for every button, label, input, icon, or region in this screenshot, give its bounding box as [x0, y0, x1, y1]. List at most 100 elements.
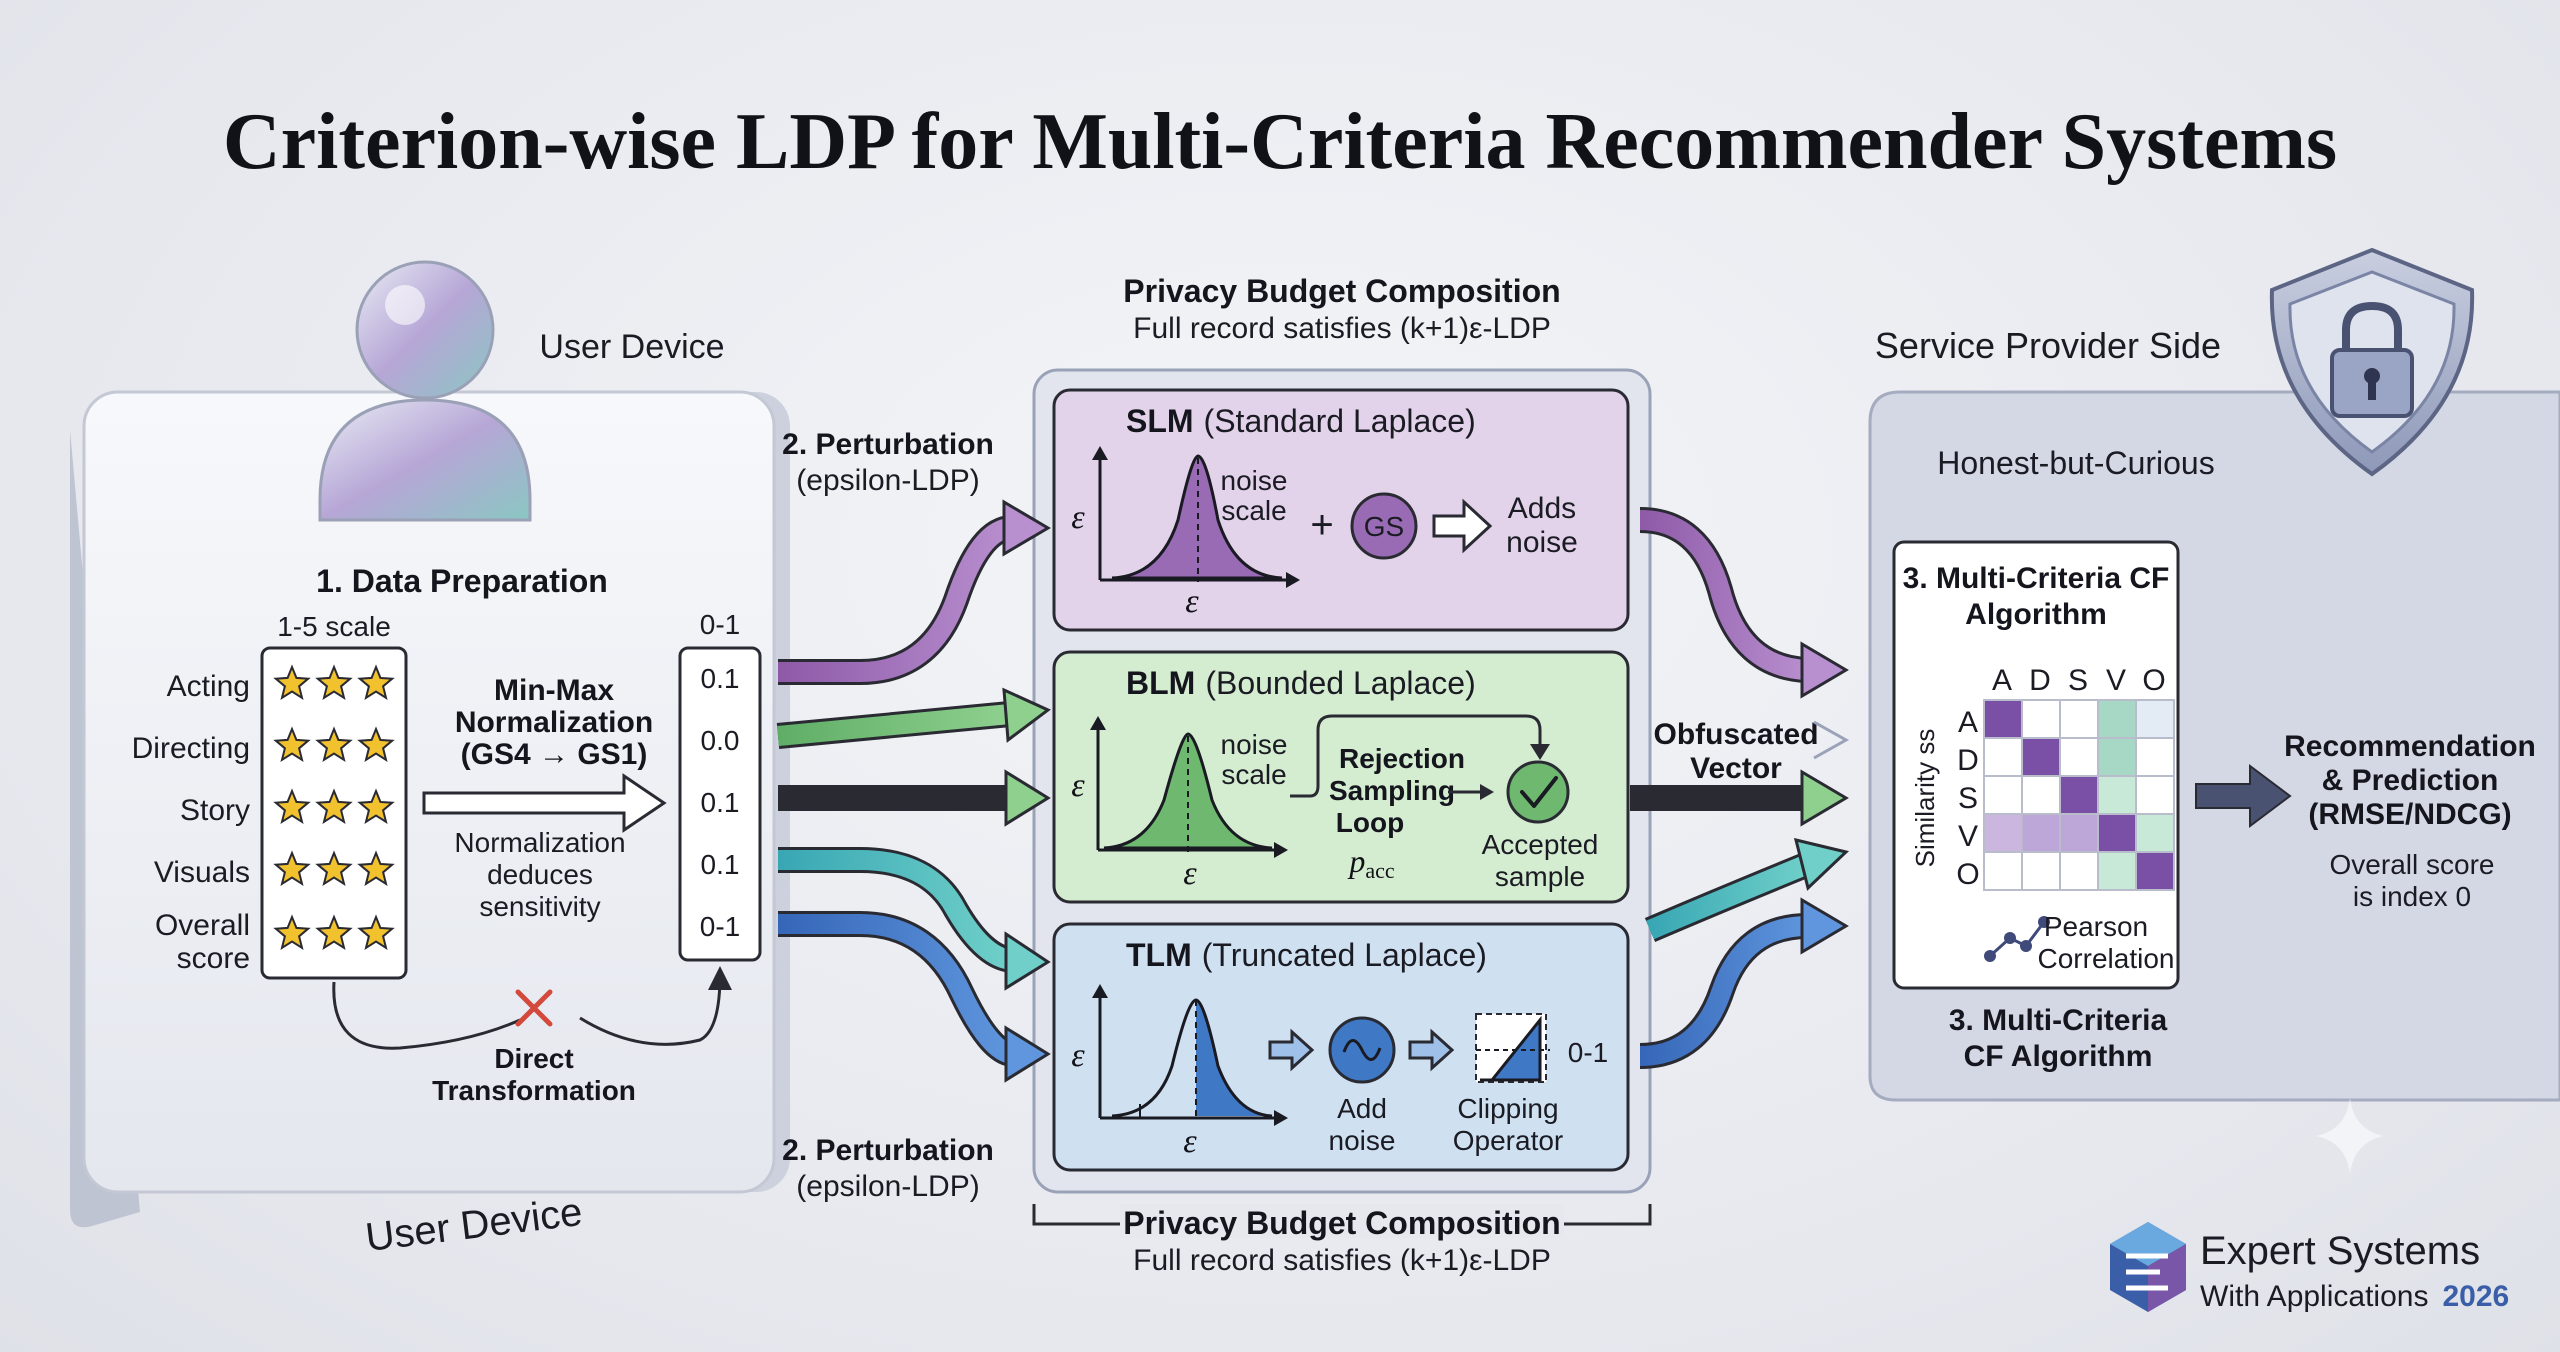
- pearson-1: Pearson: [2044, 911, 2148, 942]
- perturbation-top-2: (epsilon-LDP): [796, 464, 979, 497]
- normalization-note-2: deduces: [487, 859, 593, 890]
- cf-title-2: Algorithm: [1965, 598, 2107, 631]
- matrix-cell: [1983, 737, 2023, 777]
- slm-title: SLM(Standard Laplace): [1126, 403, 1476, 439]
- rejection-2: Sampling: [1329, 775, 1455, 806]
- pearson-2: Correlation: [2038, 943, 2175, 974]
- tlm-distribution-plot: [1092, 984, 1288, 1126]
- matrix-row-o: O: [1956, 858, 1979, 891]
- star-icon: [357, 914, 395, 950]
- perturbation-bottom-2: (epsilon-LDP): [796, 1170, 979, 1203]
- star-icon: [273, 726, 311, 762]
- matrix-cell: [2135, 813, 2175, 853]
- slm-noise-2: scale: [1221, 495, 1286, 526]
- tlm-add-1: Add: [1337, 1093, 1387, 1124]
- obfuscated-1: Obfuscated: [1653, 718, 1818, 751]
- direct-transformation-label-1: Direct: [494, 1043, 573, 1074]
- matrix-col-o: O: [2142, 664, 2165, 697]
- matrix-cell: [2097, 699, 2137, 739]
- slm-plus: +: [1310, 503, 1333, 547]
- matrix-cell: [2021, 813, 2061, 853]
- blm-title: BLM(Bounded Laplace): [1126, 665, 1476, 701]
- input-arrows: [776, 499, 1051, 1083]
- star-icon: [357, 726, 395, 762]
- normalization-label-1: Min-Max: [494, 674, 614, 707]
- star-icon: [315, 850, 353, 886]
- rejection-to-accept-arrow: [1448, 784, 1494, 800]
- service-provider-label: Service Provider Side: [1875, 325, 2221, 366]
- star-icon: [357, 664, 395, 700]
- matrix-cell: [2059, 851, 2099, 891]
- normalization-label-3: (GS4 → GS1): [461, 738, 648, 771]
- matrix-cell: [2097, 813, 2137, 853]
- star-icon: [315, 914, 353, 950]
- rejection-3: Loop: [1336, 807, 1404, 838]
- clipping-2: Operator: [1453, 1125, 1564, 1156]
- check-icon: [1506, 760, 1570, 824]
- star-icon: [315, 664, 353, 700]
- blm-distribution-plot: [1090, 716, 1288, 858]
- shield-lock-icon: [2269, 247, 2475, 477]
- cf-bottom-1: 3. Multi-Criteria: [1949, 1004, 2168, 1037]
- page-title: Criterion-wise LDP for Multi-Criteria Re…: [223, 98, 2337, 186]
- matrix-cell: [2097, 775, 2137, 815]
- obfuscated-2: Vector: [1690, 752, 1782, 785]
- user-device-bottom-label: User Device: [363, 1190, 585, 1260]
- obfuscated-chevron-icon: [1813, 720, 1850, 760]
- star-icon: [273, 664, 311, 700]
- matrix-cell: [2135, 737, 2175, 777]
- tlm-title: TLM(Truncated Laplace): [1126, 937, 1487, 973]
- matrix-cell: [2059, 737, 2099, 777]
- star-icon: [273, 788, 311, 824]
- gs-label: GS: [1364, 511, 1404, 542]
- noise-wave-icon: [1328, 1016, 1396, 1084]
- blm-noise-2: scale: [1221, 759, 1286, 790]
- clipping-1: Clipping: [1457, 1093, 1558, 1124]
- criterion-overall: Overall: [155, 909, 250, 942]
- recommendation-2: & Prediction: [2322, 764, 2499, 797]
- budget-bottom-title: Privacy Budget Composition: [1123, 1205, 1560, 1241]
- pacc-label: pacc: [1347, 843, 1395, 883]
- recommendation-3: (RMSE/NDCG): [2308, 798, 2511, 831]
- criterion-directing: Directing: [132, 732, 250, 765]
- matrix-cell: [1983, 813, 2023, 853]
- star-icon: [315, 788, 353, 824]
- cross-icon: [515, 989, 553, 1027]
- blm-axis-x: ε: [1183, 855, 1197, 892]
- slm-adds-arrow: [1432, 498, 1493, 554]
- normalized-value-3: 0.1: [701, 787, 740, 818]
- matrix-cell: [2021, 775, 2061, 815]
- budget-bottom-subtitle: Full record satisfies (k+1)ε-LDP: [1133, 1244, 1551, 1277]
- cf-bottom-2: CF Algorithm: [1964, 1040, 2153, 1073]
- normalized-vector-box: [678, 646, 762, 962]
- star-icon: [357, 850, 395, 886]
- gs-node: [1350, 492, 1418, 560]
- budget-top-title: Privacy Budget Composition: [1123, 273, 1560, 309]
- output-arrows: [1630, 507, 1850, 1069]
- sparkle-icon: [2316, 1098, 2384, 1174]
- tlm-arrow-1: [1268, 1028, 1315, 1072]
- perturbation-top-1: 2. Perturbation: [782, 428, 994, 461]
- criterion-acting: Acting: [167, 670, 250, 703]
- matrix-cell: [2135, 775, 2175, 815]
- normalization-arrow: [422, 773, 667, 833]
- matrix-row-d: D: [1957, 744, 1979, 777]
- star-icon: [315, 726, 353, 762]
- tlm-axis-x: ε: [1183, 1123, 1197, 1160]
- matrix-col-v: V: [2106, 664, 2126, 697]
- criterion-story: Story: [180, 794, 250, 827]
- overall-note-2: is index 0: [2353, 881, 2471, 912]
- pearson-icon: [1984, 916, 2050, 962]
- scale-label: 1-5 scale: [277, 611, 391, 642]
- tlm-add-2: noise: [1329, 1125, 1396, 1156]
- tlm-axis-y: ε: [1071, 1037, 1085, 1074]
- slm-noise-1: noise: [1221, 465, 1288, 496]
- user-device-top-label: User Device: [539, 328, 724, 366]
- rejection-1: Rejection: [1339, 743, 1465, 774]
- tlm-range: 0-1: [1568, 1037, 1608, 1068]
- criterion-visuals: Visuals: [154, 856, 250, 889]
- matrix-col-a: A: [1992, 664, 2012, 697]
- normalization-label-2: Normalization: [455, 706, 653, 739]
